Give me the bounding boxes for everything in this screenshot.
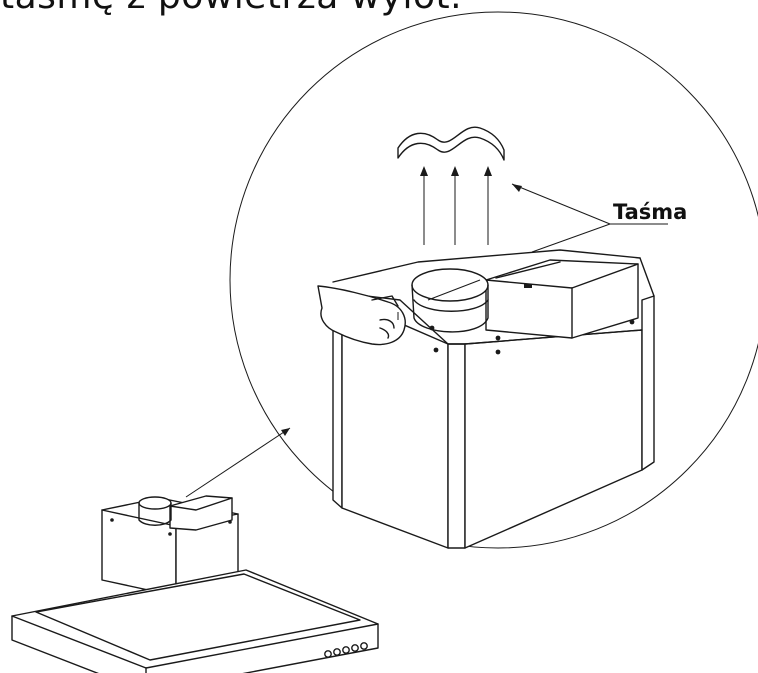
zoom-leader-arrowhead xyxy=(281,428,290,436)
hood-overview xyxy=(11,495,379,673)
control-buttons xyxy=(324,642,368,658)
hand-illustration xyxy=(317,285,406,346)
motor-housing xyxy=(485,259,639,339)
chimney-magnified xyxy=(332,249,655,549)
instruction-caption: taśmę z powietrza wylot. xyxy=(0,0,462,17)
tape-label: Taśma xyxy=(613,200,687,224)
zoom-leader-line xyxy=(185,427,291,498)
exhaust-collar xyxy=(411,268,489,333)
tape-callout: Taśma xyxy=(511,183,687,253)
detail-zoom-circle xyxy=(229,11,758,549)
airflow-symbol xyxy=(397,126,505,245)
